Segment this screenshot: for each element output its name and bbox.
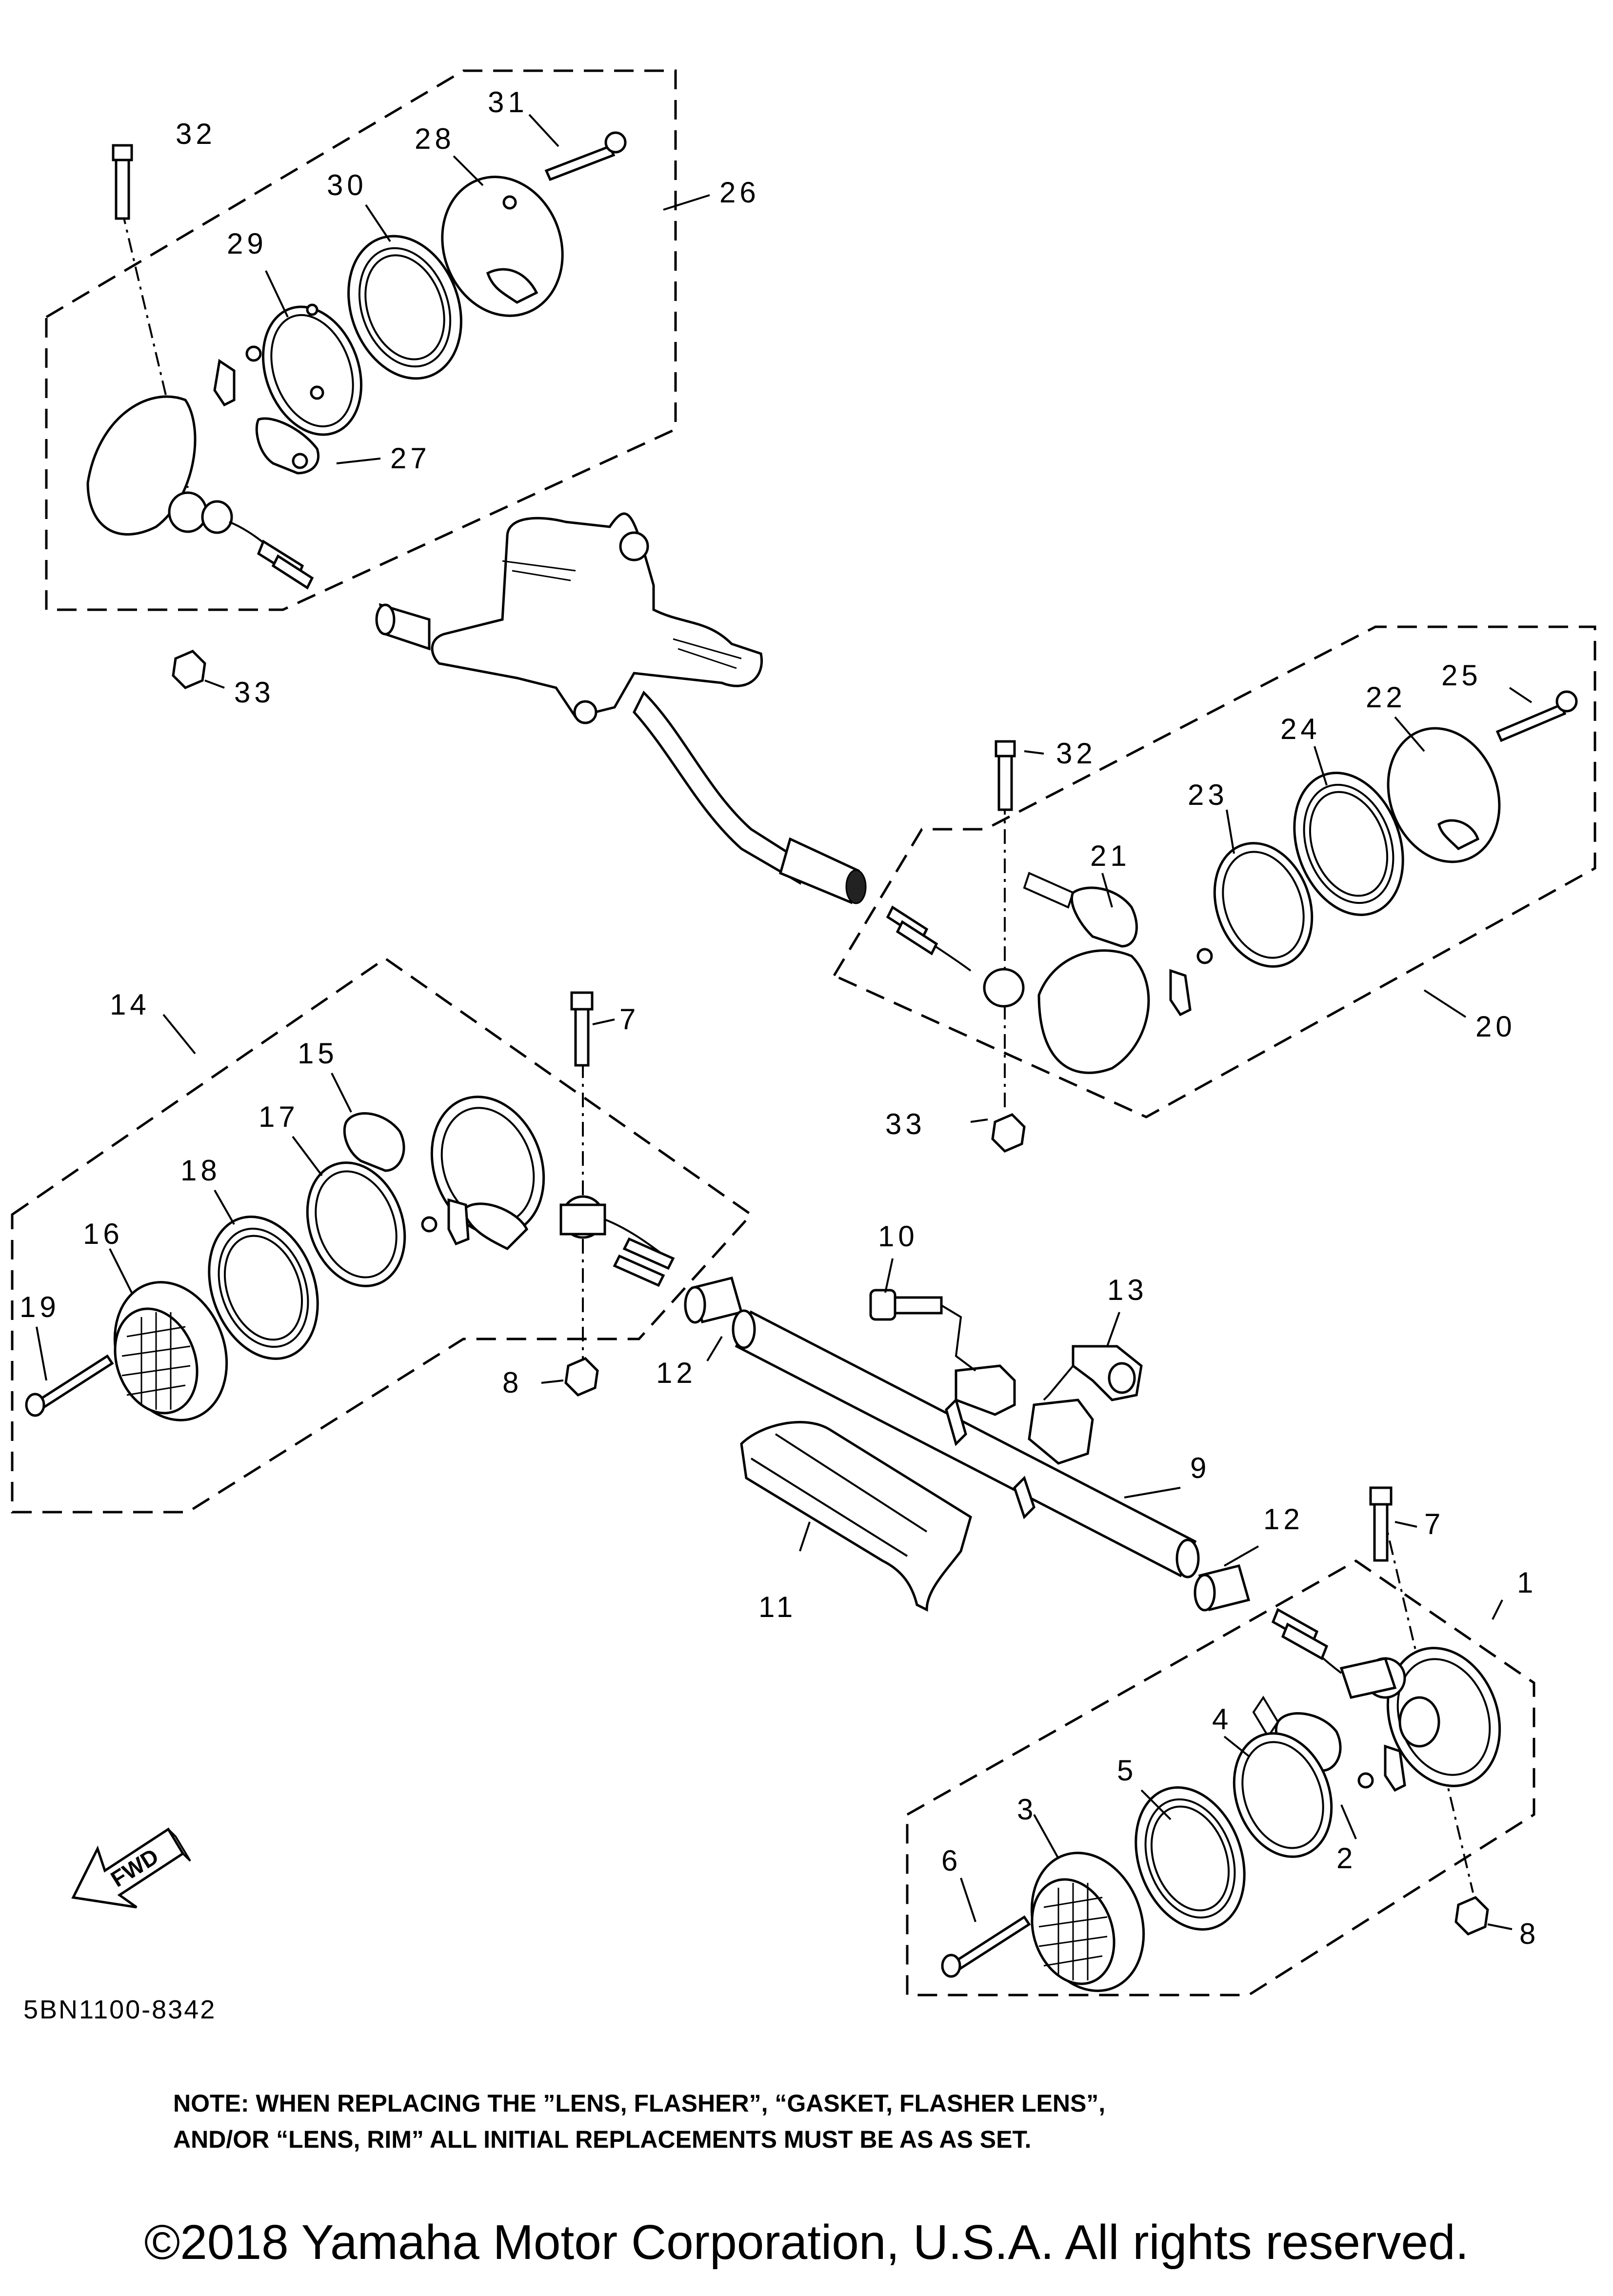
callout-28: 28 (415, 122, 455, 155)
callout-22: 22 (1366, 681, 1406, 714)
callout-16: 16 (83, 1218, 123, 1250)
callout-18: 18 (180, 1154, 221, 1187)
callout-17: 17 (259, 1100, 299, 1133)
callout-6: 6 (941, 1844, 961, 1877)
cover-11 (740, 1421, 972, 1612)
flasher-26-parts (86, 131, 627, 689)
callout-9: 9 (1190, 1452, 1210, 1484)
callout-19: 19 (20, 1291, 60, 1323)
callout-32b: 32 (1056, 737, 1096, 770)
callout-15: 15 (298, 1037, 338, 1070)
callout-21: 21 (1090, 839, 1131, 872)
callout-32a: 32 (176, 118, 216, 150)
callout-8b: 8 (1519, 1917, 1539, 1950)
flasher-1-parts (941, 1486, 1501, 1992)
callout-31: 31 (488, 86, 528, 119)
callout-12a: 12 (656, 1357, 697, 1389)
rear-frame-bracket (431, 512, 806, 885)
copyright-notice: ©2018 Yamaha Motor Corporation, U.S.A. A… (144, 2215, 1469, 2270)
bolt-axis-7-right (1382, 1512, 1474, 1893)
flasher-14-parts (25, 991, 743, 1421)
callout-3: 3 (1017, 1793, 1037, 1826)
callout-27: 27 (390, 442, 431, 475)
callout-1: 1 (1517, 1566, 1537, 1599)
callout-7b: 7 (1424, 1508, 1444, 1540)
callout-25: 25 (1441, 659, 1482, 692)
callout-7a: 7 (619, 1003, 639, 1036)
leader-lines (36, 114, 1533, 1930)
callout-8a: 8 (502, 1366, 522, 1399)
callout-12b: 12 (1263, 1503, 1304, 1536)
callout-29: 29 (227, 227, 267, 260)
callout-24: 24 (1280, 713, 1321, 745)
callout-23: 23 (1188, 779, 1228, 811)
callout-2: 2 (1336, 1842, 1356, 1875)
callout-33b: 33 (885, 1108, 926, 1140)
callout-5: 5 (1117, 1754, 1137, 1787)
flasher-stay-9 (732, 1309, 1200, 1578)
assembly-1-boundary (906, 1559, 1535, 1997)
clamp-13 (1043, 1345, 1143, 1401)
callout-26: 26 (719, 176, 760, 209)
assembly-26-boundary (45, 69, 677, 611)
callout-14: 14 (110, 988, 150, 1021)
callout-13: 13 (1107, 1274, 1148, 1306)
callout-20: 20 (1475, 1010, 1516, 1043)
assembly-14-boundary (11, 957, 753, 1514)
bolt-10 (869, 1289, 976, 1372)
callout-11: 11 (758, 1591, 797, 1623)
note-line-2: AND/OR “LENS, RIM” ALL INITIAL REPLACEME… (173, 2126, 1032, 2153)
callout-30: 30 (327, 169, 367, 201)
fwd-arrow-icon: FWD (71, 1827, 191, 1909)
callout-10: 10 (878, 1220, 918, 1253)
callout-labels: 1 2 3 4 5 6 7 7 8 8 9 10 11 12 12 13 14 … (20, 86, 1539, 1950)
flasher-20-parts (886, 690, 1578, 1153)
assembly-20-boundary (832, 625, 1596, 1118)
replacement-note: NOTE: WHEN REPLACING THE ”LENS, FLASHER”… (173, 2085, 1490, 2157)
callout-4: 4 (1212, 1703, 1232, 1736)
note-line-1: NOTE: WHEN REPLACING THE ”LENS, FLASHER”… (173, 2090, 1106, 2117)
diagram-code: 5BN1100-8342 (23, 1995, 216, 2024)
upper-stay-tube (375, 603, 867, 904)
callout-33a: 33 (234, 676, 275, 709)
